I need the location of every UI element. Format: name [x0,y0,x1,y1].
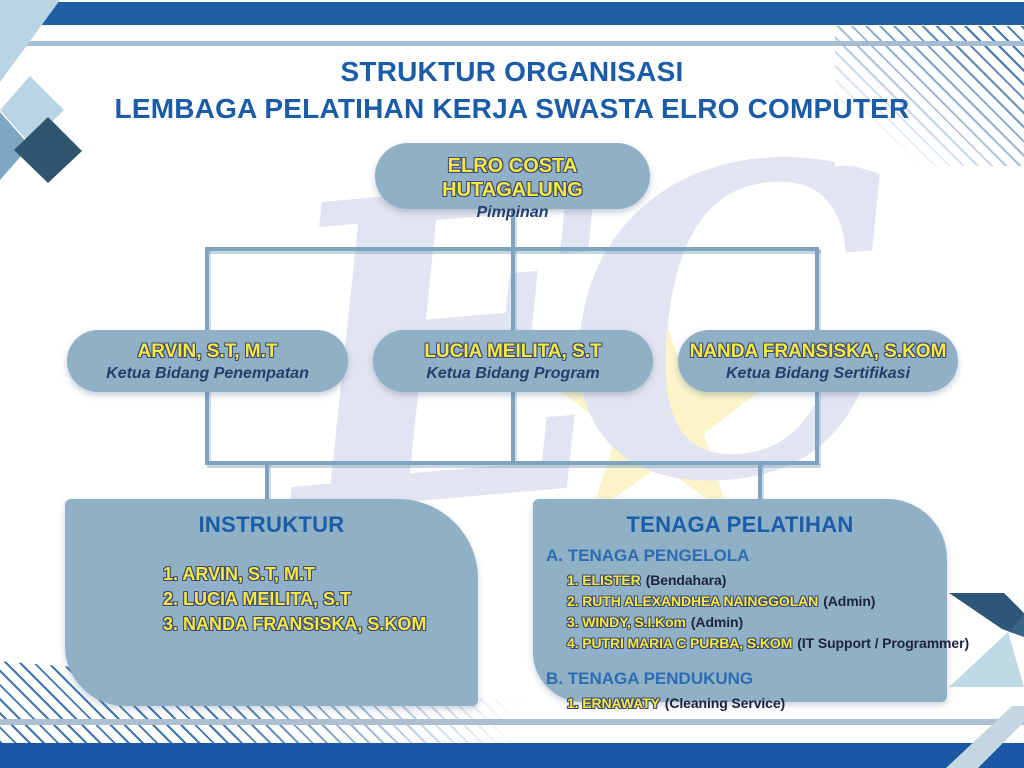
tenaga-item: 4. PUTRI MARIA C PURBA, S.KOM(IT Support… [567,633,969,654]
manager-role: Ketua Bidang Program [426,365,600,382]
tenaga-pendukung-list: 1. ERNAWATY(Cleaning Service) [567,693,947,714]
connector-mid-lower [511,390,515,463]
tenaga-pengelola-list: 1. ELISTER(Bendahara) 2. RUTH ALEXANDHEA… [567,570,969,654]
tenaga-item-role: (Cleaning Service) [664,695,786,711]
connector-upper-horizontal [205,247,819,251]
corner-decoration-top-left [0,0,82,183]
tenaga-item: 1. ERNAWATY(Cleaning Service) [567,693,947,714]
node-ketua-sertifikasi: NANDA FRANSISKA, S.KOM Ketua Bidang Sert… [678,330,958,392]
tenaga-item-name: 3. WINDY, S.I.Kom [567,614,686,630]
connector-lower-horizontal [205,461,819,465]
corner-decoration-bottom-right [946,593,1024,768]
connector-left-lower [205,390,209,463]
tenaga-item-name: 1. ELISTER [567,572,641,588]
tenaga-item-role: (Admin) [823,593,876,609]
instruktur-list: 1. ARVIN, S.T, M.T 2. LUCIA MEILITA, S.T… [163,562,478,637]
tenaga-item: 1. ELISTER(Bendahara) [567,570,947,591]
connector-right-lower [815,390,819,463]
manager-role: Ketua Bidang Sertifikasi [725,365,911,382]
tenaga-item-role: (Bendahara) [645,572,727,588]
connector-top-vertical [511,209,515,332]
bottom-accent-bar [0,743,1024,768]
bottom-thin-line [0,719,1024,725]
manager-name: NANDA FRANSISKA, S.KOM [689,341,947,362]
instruktur-item: 2. LUCIA MEILITA, S.T [163,589,351,609]
tenaga-pendukung-heading: B. TENAGA PENDUKUNG [546,669,754,688]
node-ketua-penempatan: ARVIN, S.T, M.T Ketua Bidang Penempatan [67,330,348,392]
instruktur-title: INSTRUKTUR [198,512,345,537]
manager-name: LUCIA MEILITA, S.T [424,341,602,362]
connector-left-drop [205,247,209,332]
connector-right-drop [815,247,819,332]
instruktur-panel: INSTRUKTUR 1. ARVIN, S.T, M.T 2. LUCIA M… [65,499,478,706]
connector-tenaga-drop [758,461,762,501]
tenaga-item-name: 1. ERNAWATY [567,695,660,711]
tenaga-item-name: 4. PUTRI MARIA C PURBA, S.KOM [567,635,793,651]
tenaga-item: 2. RUTH ALEXANDHEA NAINGGOLAN(Admin) [567,591,947,612]
tenaga-item: 3. WINDY, S.I.Kom(Admin) [567,612,947,633]
pimpinan-name: ELRO COSTA HUTAGALUNG [442,155,583,201]
connector-instruktur-drop [265,461,269,501]
top-thin-line [0,41,1024,46]
tenaga-item-role: (IT Support / Programmer) [797,635,970,651]
tenaga-item-name: 2. RUTH ALEXANDHEA NAINGGOLAN [567,593,819,609]
star-watermark [551,305,769,513]
node-pimpinan: ELRO COSTA HUTAGALUNG Pimpinan [375,143,650,221]
top-accent-bar [0,2,1024,25]
tenaga-title: TENAGA PELATIHAN [626,512,854,537]
instruktur-item: 3. NANDA FRANSISKA, S.KOM [163,614,427,634]
node-ketua-program: LUCIA MEILITA, S.T Ketua Bidang Program [373,330,653,392]
page-title: STRUKTUR ORGANISASI [340,56,684,87]
tenaga-item-role: (Admin) [690,614,744,630]
manager-role: Ketua Bidang Penempatan [106,365,309,382]
pinstripes-top-right [835,26,1024,166]
tenaga-pengelola-heading: A. TENAGA PENGELOLA [546,546,750,565]
pimpinan-role: Pimpinan [476,204,549,221]
page-subtitle: LEMBAGA PELATIHAN KERJA SWASTA ELRO COMP… [114,93,910,124]
instruktur-item: 1. ARVIN, S.T, M.T [163,564,316,584]
tenaga-panel: TENAGA PELATIHAN A. TENAGA PENGELOLA 1. … [533,499,969,711]
manager-name: ARVIN, S.T, M.T [137,341,278,362]
